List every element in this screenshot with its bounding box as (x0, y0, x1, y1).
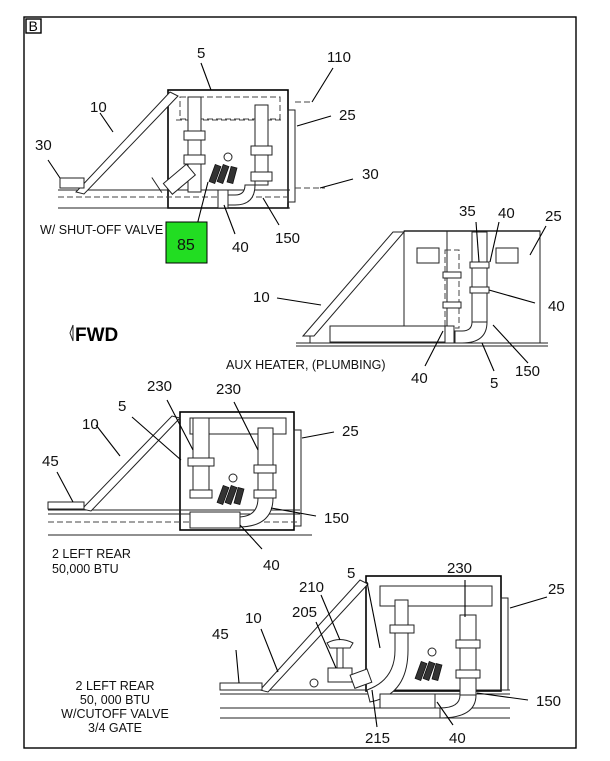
mount-bracket (47, 501, 85, 510)
view-caption-line: 50, 000 BTU (80, 693, 150, 707)
callout: 110 (327, 49, 351, 66)
highlight-box[interactable] (165, 221, 208, 264)
highlight-label[interactable]: 85 (177, 237, 195, 254)
sheet-letter: B (29, 18, 38, 34)
view-caption-line: 3/4 GATE (88, 721, 142, 735)
callout: 25 (342, 423, 359, 440)
callout: 25 (548, 581, 565, 598)
highlighted-part-85[interactable]: 85 (165, 221, 208, 264)
pipe-right (459, 614, 477, 696)
fwd-label: FWD (75, 325, 118, 346)
callout: 10 (253, 289, 270, 306)
support-brace (81, 415, 181, 512)
horizontal-pipe (329, 325, 451, 343)
callout: 25 (339, 107, 356, 124)
wiring-connectors (414, 647, 443, 681)
callout: 150 (275, 230, 300, 247)
callout: 40 (232, 239, 249, 256)
sheet-letter-box (25, 18, 42, 34)
side-panel (287, 109, 296, 203)
callout: 45 (212, 626, 229, 643)
view-caption-line: 2 LEFT REAR (76, 679, 155, 693)
diagram-frame (23, 16, 577, 749)
mount-bracket (219, 682, 263, 691)
shutoff-valve (151, 163, 197, 195)
callout: 10 (90, 99, 107, 116)
coupling (189, 511, 241, 529)
callout: 150 (324, 510, 349, 527)
callout: 40 (498, 205, 515, 222)
coupling (217, 189, 229, 209)
view-caption-line: W/CUTOFF VALVE (61, 707, 169, 721)
callout: 30 (362, 166, 379, 183)
callout: 150 (536, 693, 561, 710)
view-caption: W/ SHUT-OFF VALVE (40, 223, 163, 237)
fitting-205 (309, 678, 319, 688)
callout: 40 (263, 557, 280, 574)
gate-valve (326, 639, 373, 689)
internal-tube (179, 96, 281, 120)
view-caption: AUX HEATER, (PLUMBING) (226, 358, 386, 372)
wiring-connectors (216, 473, 245, 505)
callout: 210 (299, 579, 324, 596)
support-brace (301, 231, 406, 337)
callout: 5 (490, 375, 498, 392)
callout: 205 (292, 604, 317, 621)
view-left-rear-50000: 230 230 5 10 25 45 150 40 2 LEFT REAR 50… (42, 378, 359, 576)
callout: 215 (365, 730, 390, 747)
arrow-left-icon (69, 324, 74, 342)
callout: 5 (197, 45, 205, 62)
elbow-fitting (439, 694, 477, 719)
elbow-fitting (227, 184, 256, 206)
callout: 40 (449, 730, 466, 747)
callout: 40 (548, 298, 565, 315)
riser-pipe (471, 231, 488, 323)
callout: 45 (42, 453, 59, 470)
callout: 5 (118, 398, 126, 415)
pipe-right (254, 104, 269, 186)
callout: 230 (216, 381, 241, 398)
callout: 230 (147, 378, 172, 395)
callout: 40 (411, 370, 428, 387)
wiring-connectors (208, 152, 238, 184)
view-aux-heater-plumbing: 35 40 25 10 40 40 5 150 AUX HEATER, (PLU… (226, 203, 565, 392)
callout: 25 (545, 208, 562, 225)
support-brace (259, 579, 369, 693)
view-left-rear-cutoff: 5 230 210 25 10 205 45 150 215 40 2 LEFT… (61, 560, 565, 747)
pipe-left (192, 417, 210, 494)
coupling (379, 693, 436, 709)
mount-bracket (59, 177, 85, 189)
side-panel (293, 429, 302, 527)
pipe-left (187, 96, 202, 193)
side-panel (500, 597, 509, 691)
callout: 35 (459, 203, 476, 220)
support-brace (75, 91, 179, 195)
callout: 150 (515, 363, 540, 380)
elbow-fitting (454, 321, 488, 344)
callout: 30 (35, 137, 52, 154)
callout: 230 (447, 560, 472, 577)
callout: 10 (82, 416, 99, 433)
forward-indicator: FWD (69, 324, 118, 346)
elbow-fitting (237, 497, 274, 528)
pipe-right (257, 427, 274, 494)
callout: 10 (245, 610, 262, 627)
view-caption-line: 50,000 BTU (52, 562, 119, 576)
view-shutoff-valve: 5 110 10 25 30 30 40 150 W/ SHUT-OFF VAL… (35, 45, 379, 264)
view-caption-line: 2 LEFT REAR (52, 547, 131, 561)
callout: 5 (347, 565, 355, 582)
